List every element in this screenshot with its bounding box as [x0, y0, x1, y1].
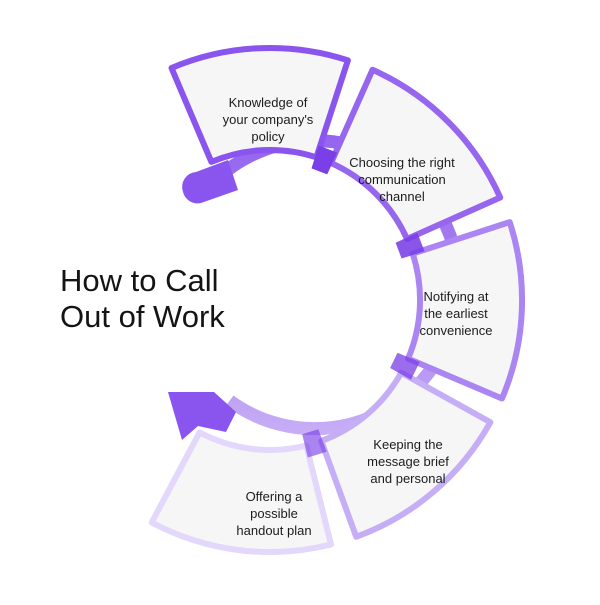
start-tab [182, 160, 238, 204]
segment-connector [302, 429, 327, 458]
segment-label-handout: Offering a possible handout plan [199, 488, 349, 539]
segment-label-line: Offering a [245, 489, 303, 504]
arrow-head-icon [168, 392, 236, 440]
segment-label-line: Notifying at [423, 289, 489, 304]
segment-label-line: convenience [419, 323, 493, 338]
segment-notifying [405, 219, 526, 402]
segment-label-policy: Knowledge of your company's policy [193, 94, 343, 145]
segment-label-channel: Choosing the right communication channel [327, 154, 477, 205]
segment-handout [148, 429, 334, 555]
segment-label-line: Keeping the [373, 437, 443, 452]
segment-label-line: channel [379, 189, 425, 204]
title-line-2: Out of Work [60, 299, 225, 334]
segment-label-line: Knowledge of [228, 95, 308, 110]
segment-label-line: the earliest [424, 306, 488, 321]
segment-label-line: policy [251, 129, 285, 144]
segment-connector [311, 145, 338, 175]
segment-connector [395, 232, 425, 259]
segment-label-line: Choosing the right [349, 155, 455, 170]
segment-label-line: your company's [222, 112, 314, 127]
segment-label-line: handout plan [236, 523, 312, 538]
segment-policy [168, 44, 351, 165]
segment-connector [390, 352, 420, 380]
diagram-title: How to Call Out of Work [60, 263, 290, 335]
segment-channel [328, 66, 504, 242]
title-line-1: How to Call [60, 263, 219, 298]
segment-label-line: message brief [367, 454, 449, 469]
segment-label-message: Keeping the message brief and personal [333, 436, 483, 487]
segment-label-line: communication [358, 172, 446, 187]
segment-label-line: possible [250, 506, 298, 521]
segment-label-notifying: Notifying at the earliest convenience [381, 288, 531, 339]
segment-label-line: and personal [370, 471, 446, 486]
segment-message [318, 369, 494, 540]
